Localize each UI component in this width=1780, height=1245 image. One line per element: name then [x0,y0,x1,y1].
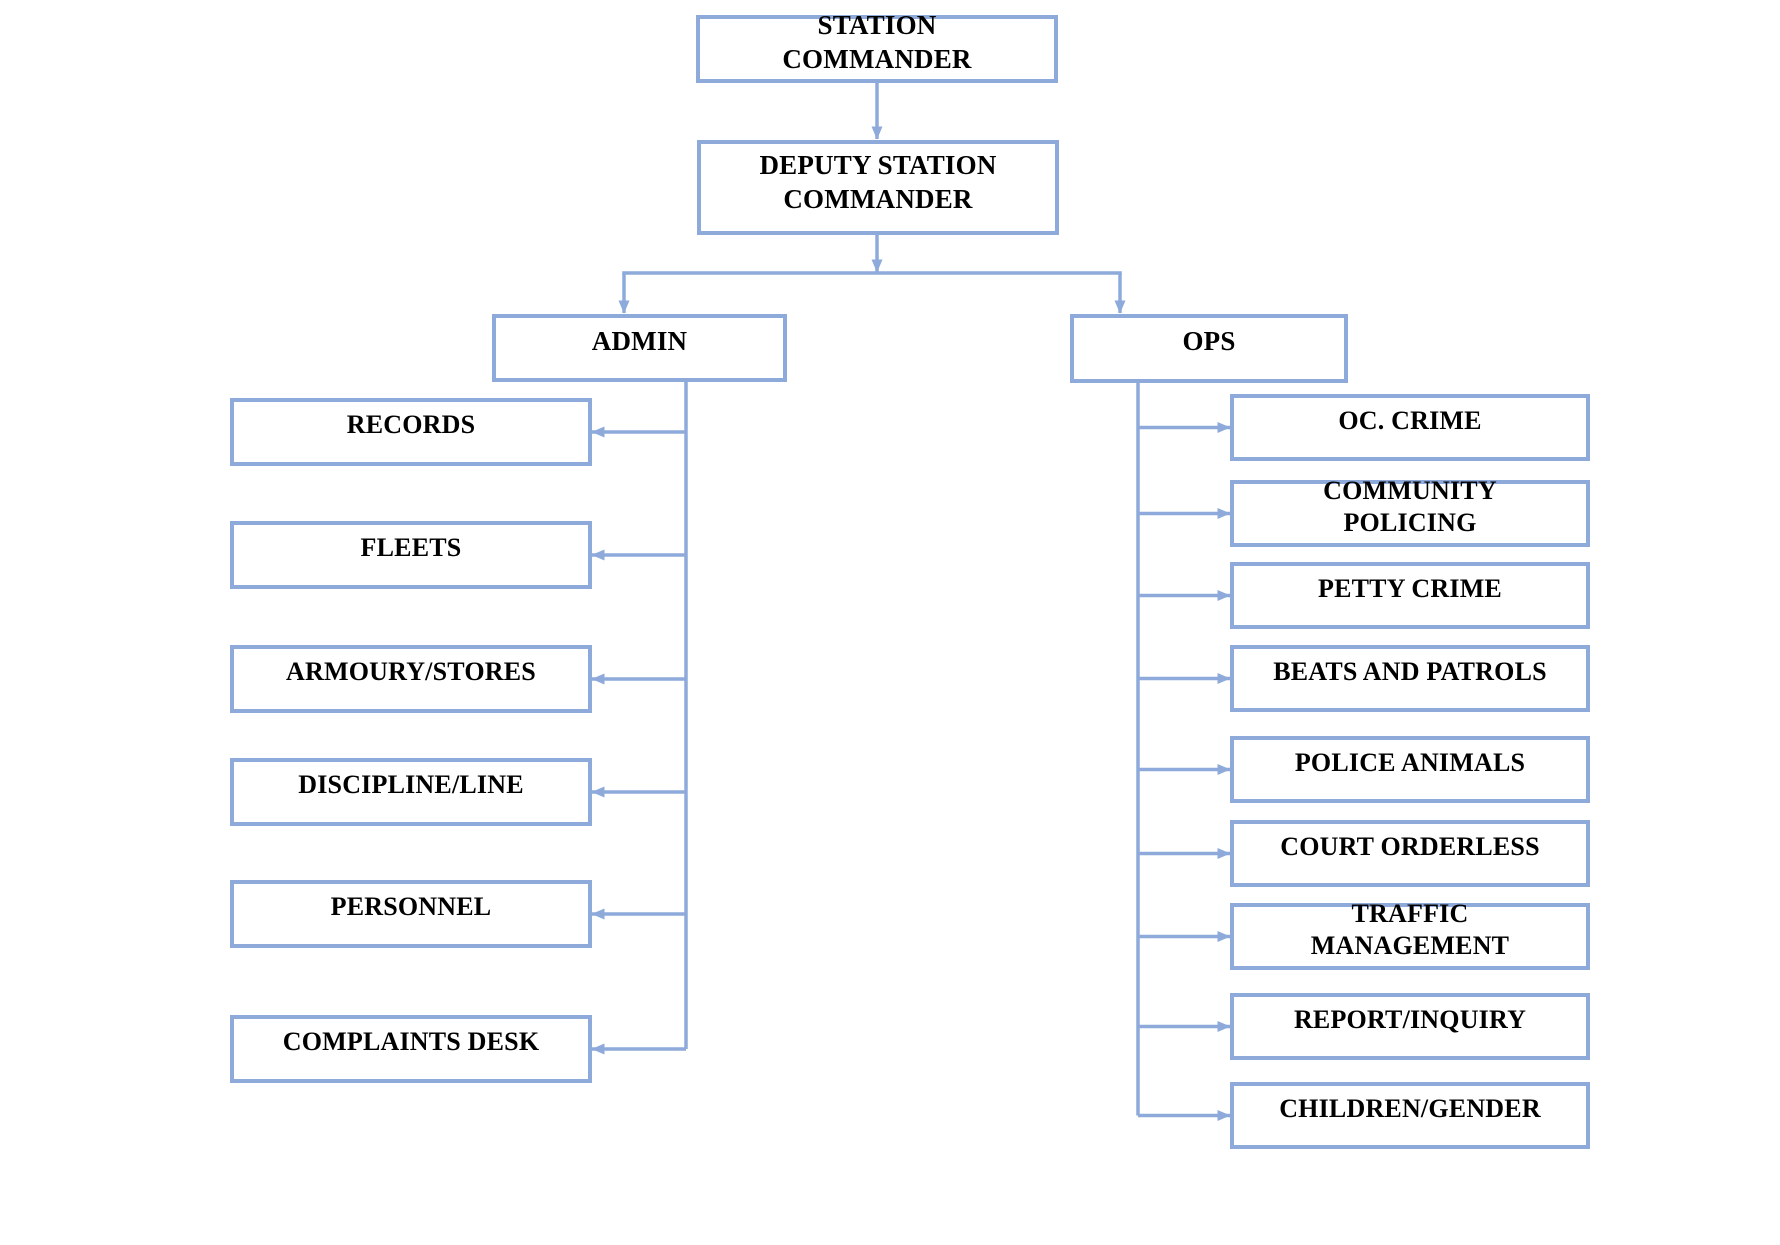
node-deputy-station-commander: DEPUTY STATION COMMANDER [697,140,1059,235]
node-personnel: PERSONNEL [230,880,592,948]
node-admin: ADMIN [492,314,787,382]
node-report-inquiry: REPORT/INQUIRY [1230,993,1590,1060]
node-fleets: FLEETS [230,521,592,589]
node-ops: OPS [1070,314,1348,383]
node-children-gender: CHILDREN/GENDER [1230,1082,1590,1149]
node-traffic-management: TRAFFIC MANAGEMENT [1230,899,1590,970]
node-armoury-stores: ARMOURY/STORES [230,645,592,713]
node-beats-and-patrols: BEATS AND PATROLS [1230,645,1590,712]
node-oc-crime: OC. CRIME [1230,394,1590,461]
node-court-orderless: COURT ORDERLESS [1230,820,1590,887]
node-police-animals: POLICE ANIMALS [1230,736,1590,803]
node-discipline-line: DISCIPLINE/LINE [230,758,592,826]
node-petty-crime: PETTY CRIME [1230,562,1590,629]
node-community-policing: COMMUNITY POLICING [1230,476,1590,547]
node-records: RECORDS [230,398,592,466]
node-station-commander: STATION COMMANDER [696,10,1058,83]
node-complaints-desk: COMPLAINTS DESK [230,1015,592,1083]
